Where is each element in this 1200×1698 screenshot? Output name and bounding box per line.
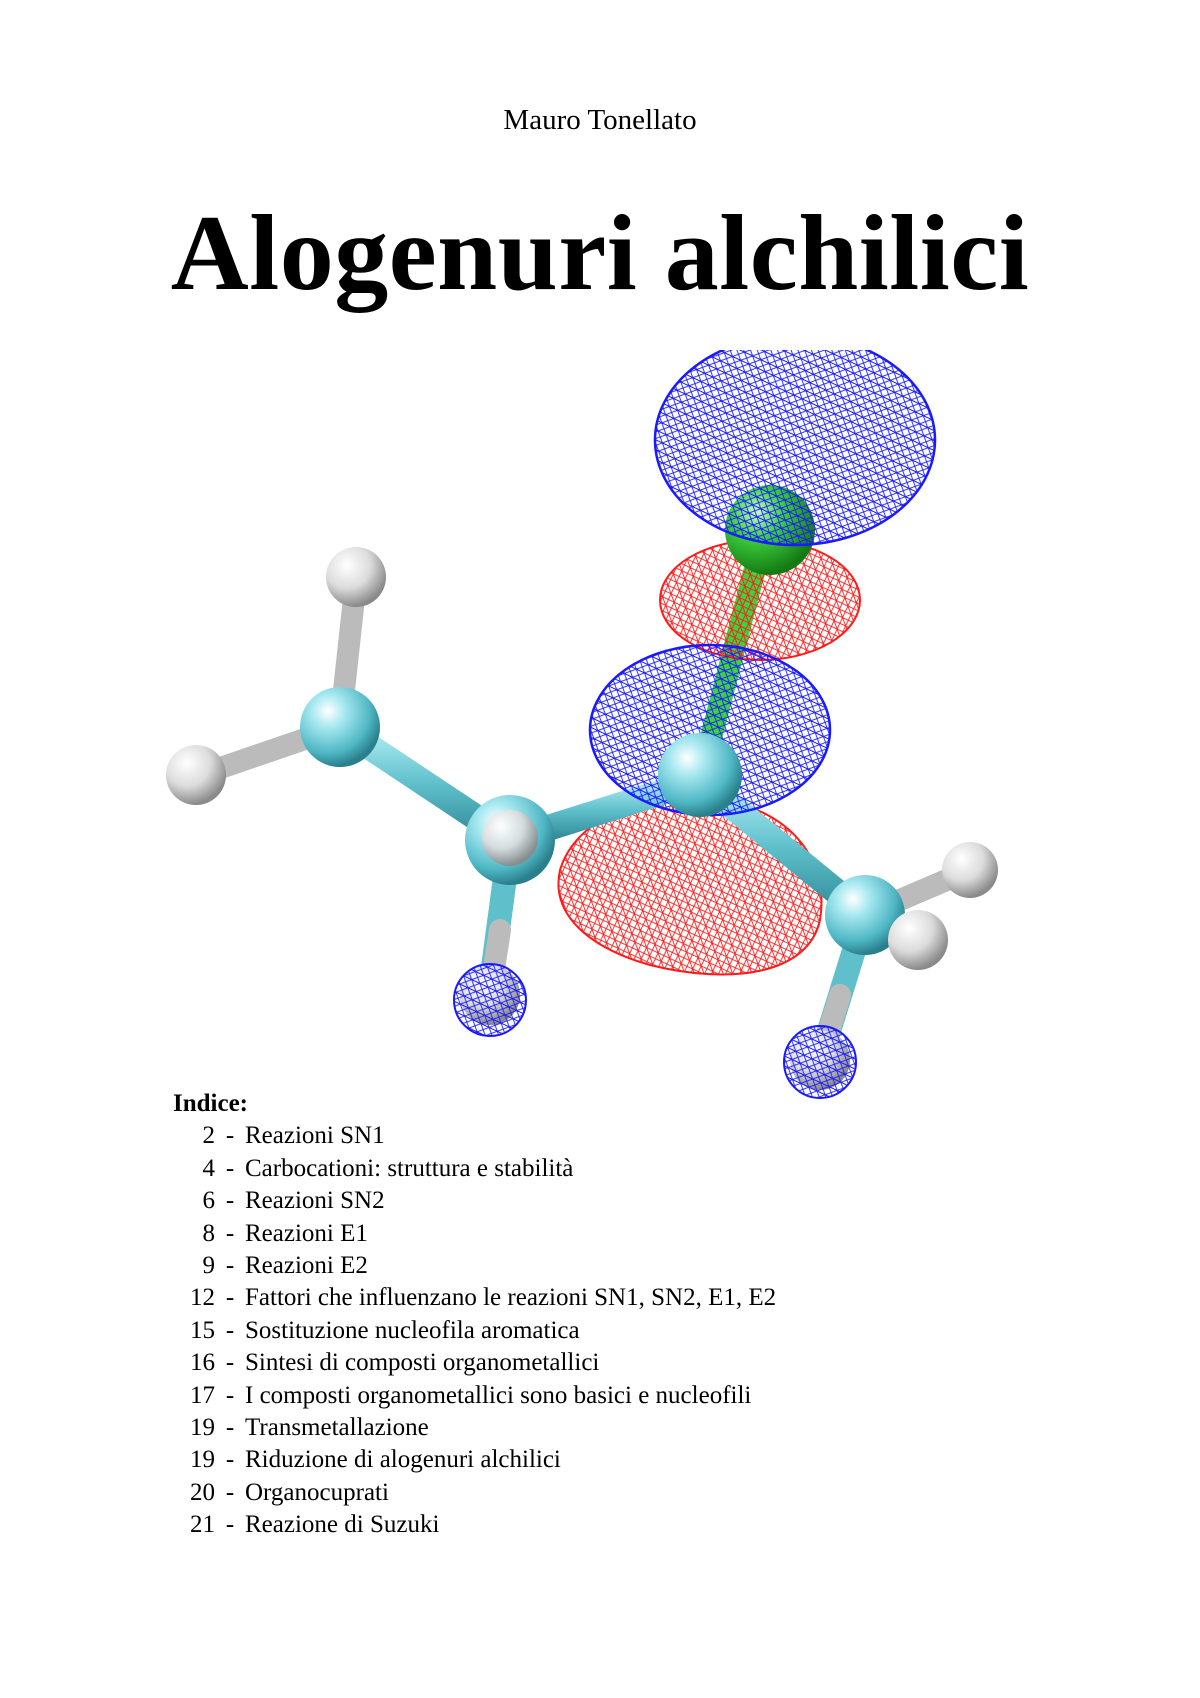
- index-entry-label: Reazioni E2: [245, 1252, 368, 1280]
- carbon-atom: [658, 733, 742, 817]
- index-separator: -: [225, 1252, 235, 1280]
- hydrogen-atom: [942, 842, 998, 898]
- hydrogen-atom: [888, 910, 948, 970]
- index-item: 15-Sostituzione nucleofila aromatica: [163, 1315, 776, 1347]
- index-page-number: 19: [190, 1414, 215, 1442]
- index-page-number: 17: [190, 1381, 215, 1409]
- index-page-number: 6: [202, 1187, 216, 1215]
- index-separator: -: [225, 1154, 235, 1182]
- index-page-number: 20: [190, 1478, 215, 1506]
- index-item: 19-Riduzione di alogenuri alchilici: [163, 1444, 776, 1476]
- hydrogen-atom: [326, 547, 386, 607]
- index-item: 2-Reazioni SN1: [163, 1120, 776, 1152]
- index-separator: -: [225, 1414, 235, 1442]
- index-item: 16-Sintesi di composti organometallici: [163, 1347, 776, 1379]
- index-page-number: 12: [190, 1284, 215, 1312]
- index-entry-label: Reazione di Suzuki: [245, 1511, 440, 1539]
- hydrogen-atom: [482, 810, 538, 866]
- index-item: 6-Reazioni SN2: [163, 1185, 776, 1217]
- index-separator: -: [225, 1122, 235, 1150]
- index-entry-label: Reazioni SN1: [245, 1122, 385, 1150]
- index-item: 8-Reazioni E1: [163, 1218, 776, 1250]
- index-entry-label: Organocuprati: [245, 1478, 389, 1506]
- index-page-number: 15: [190, 1316, 215, 1344]
- index-separator: -: [225, 1316, 235, 1344]
- hydrogen-atom: [166, 745, 226, 805]
- index-entry-label: I composti organometallici sono basici e…: [245, 1381, 752, 1409]
- author: Mauro Tonellato: [503, 104, 697, 136]
- index-item: 21-Reazione di Suzuki: [163, 1509, 776, 1541]
- index-page-number: 21: [190, 1511, 215, 1539]
- index-item: 17-I composti organometallici sono basic…: [163, 1380, 776, 1412]
- index-separator: -: [225, 1219, 235, 1247]
- index-item: 19-Transmetallazione: [163, 1412, 776, 1444]
- index-entry-label: Riduzione di alogenuri alchilici: [245, 1446, 561, 1474]
- index-item: 12-Fattori che influenzano le reazioni S…: [163, 1282, 776, 1314]
- carbon-atom: [300, 687, 380, 767]
- index-heading: Indice:: [173, 1090, 248, 1117]
- index-page-number: 2: [202, 1122, 216, 1150]
- index-entry-label: Sostituzione nucleofila aromatica: [245, 1316, 580, 1344]
- index-entry-label: Sintesi di composti organometallici: [245, 1349, 600, 1377]
- index-entry-label: Reazioni E1: [245, 1219, 368, 1247]
- index-separator: -: [225, 1511, 235, 1539]
- index-page-number: 16: [190, 1349, 215, 1377]
- index-entry-label: Carbocationi: struttura e stabilità: [245, 1154, 574, 1182]
- index-entry-label: Fattori che influenzano le reazioni SN1,…: [245, 1284, 777, 1312]
- index-item: 9-Reazioni E2: [163, 1250, 776, 1282]
- molecule-illustration: [166, 350, 998, 1099]
- orbital-lobe-top-blue: [653, 350, 937, 547]
- index-item: 4-Carbocationi: struttura e stabilità: [163, 1153, 776, 1185]
- index-separator: -: [225, 1478, 235, 1506]
- orbital-hydrogen-meshes: [453, 963, 857, 1099]
- index-separator: -: [225, 1446, 235, 1474]
- document-title: Alogenuri alchilici: [170, 194, 1030, 313]
- index-page-number: 9: [202, 1252, 216, 1280]
- index-separator: -: [225, 1381, 235, 1409]
- index-separator: -: [225, 1284, 235, 1312]
- index-item: 20-Organocuprati: [163, 1477, 776, 1509]
- index-entry-label: Reazioni SN2: [245, 1187, 385, 1215]
- index-page-number: 19: [190, 1446, 215, 1474]
- index-entry-label: Transmetallazione: [245, 1414, 429, 1442]
- index-separator: -: [225, 1187, 235, 1215]
- index-separator: -: [225, 1349, 235, 1377]
- index-page-number: 8: [202, 1219, 216, 1247]
- index-page-number: 4: [202, 1154, 216, 1182]
- carbon-atom: [825, 875, 905, 955]
